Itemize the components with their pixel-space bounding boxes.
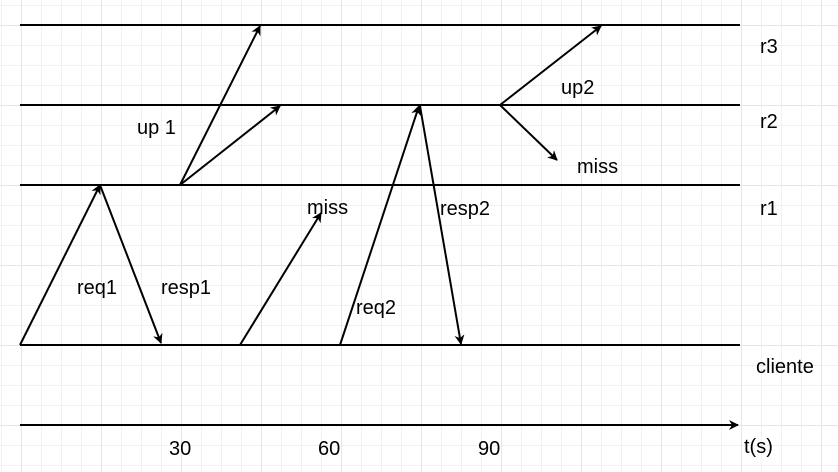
resp2-arrow <box>419 105 465 345</box>
tick-30: 30 <box>169 438 191 460</box>
label-r3: r3 <box>760 36 778 58</box>
tick-90: 90 <box>478 438 500 460</box>
miss-r1-arrow <box>239 212 322 346</box>
resp1-arrow <box>99 184 163 344</box>
label-up1: up 1 <box>137 117 176 139</box>
req1-arrow <box>19 184 101 346</box>
label-r1: r1 <box>760 198 778 220</box>
tick-60: 60 <box>318 438 340 460</box>
label-miss-r2: miss <box>577 156 618 178</box>
label-req1: req1 <box>77 277 117 299</box>
label-up2: up2 <box>561 77 594 99</box>
label-req2: req2 <box>356 297 396 319</box>
up1-arrow-to-r2 <box>179 105 281 186</box>
up2-arrow <box>499 25 602 106</box>
label-cliente: cliente <box>756 356 814 378</box>
req2-arrow <box>339 105 421 346</box>
label-time-axis: t(s) <box>744 436 773 458</box>
label-miss-r1: miss <box>307 197 348 219</box>
label-r2: r2 <box>760 111 778 133</box>
miss-r2-arrow <box>499 104 558 161</box>
up1-arrow-to-r3 <box>179 25 261 186</box>
label-resp2: resp2 <box>440 198 490 220</box>
label-resp1: resp1 <box>161 277 211 299</box>
